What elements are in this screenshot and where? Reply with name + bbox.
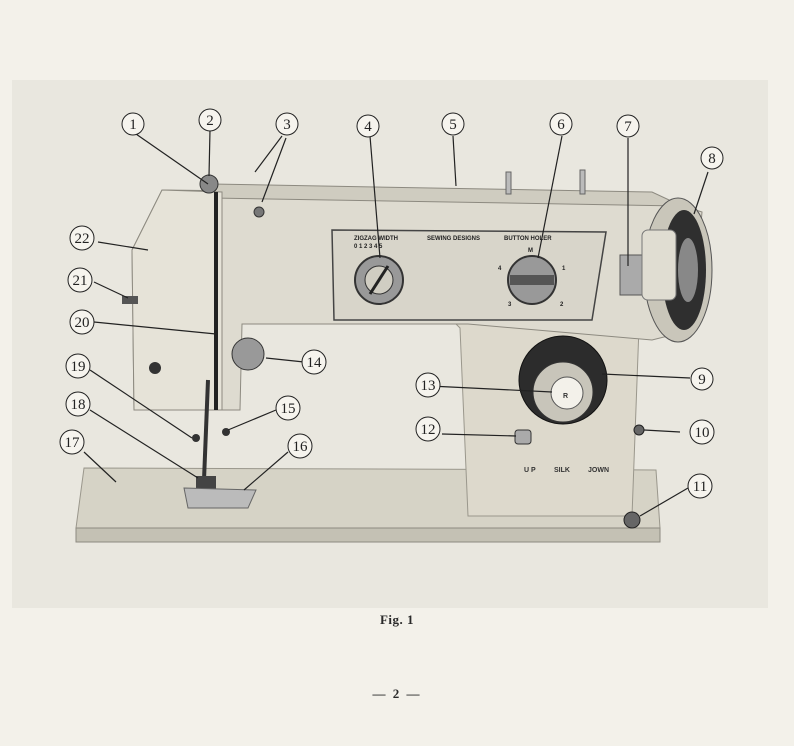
sewing-machine-illustration: ZIGZAG WIDTH 0 1 2 3 4 5 SEWING DESIGNS … [59,108,724,543]
svg-text:13: 13 [421,378,436,394]
svg-text:1: 1 [129,117,137,133]
callout-1: 1 [121,112,145,136]
callout-6: 6 [549,112,573,136]
presser-foot-assembly [183,379,257,509]
button-holer-label: BUTTON HOLER [504,236,552,242]
zigzag-scale: 0 1 2 3 4 5 [354,244,383,250]
svg-text:6: 6 [557,117,565,133]
zigzag-width-label: ZIGZAG WIDTH [354,236,398,242]
svg-text:21: 21 [73,273,88,289]
callout-15: 15 [275,395,301,421]
callout-9: 9 [690,367,714,391]
callout-4: 4 [356,114,380,138]
svg-text:9: 9 [698,372,706,388]
lever-label-silk: SILK [554,467,570,474]
callout-8: 8 [700,146,724,170]
svg-text:8: 8 [708,151,716,167]
svg-text:4: 4 [364,119,372,135]
figure-caption: Fig. 1 [379,612,415,627]
svg-text:2: 2 [206,113,214,129]
dial-mark-3: 3 [508,302,512,308]
stitch-dial: R [518,335,608,425]
dial-mark-1: 1 [562,266,566,272]
sewing-machine-figure: ZIGZAG WIDTH 0 1 2 3 4 5 SEWING DESIGNS … [12,80,768,608]
svg-text:20: 20 [75,315,90,331]
callout-13: 13 [415,372,441,398]
drop-feed-lever: U P SILK JOWN [514,429,609,474]
page-number: — 2 — [372,686,422,701]
callout-17: 17 [59,429,85,455]
dial-mark-4: 4 [498,266,502,272]
sewing-designs-label: SEWING DESIGNS [427,236,480,242]
callout-2: 2 [198,108,222,132]
hand-wheel [619,197,713,343]
svg-text:15: 15 [281,401,296,417]
callout-5: 5 [441,112,465,136]
svg-text:16: 16 [293,439,309,455]
dial-mark-m: M [528,248,533,254]
callout-19: 19 [65,353,91,379]
leader-lines [83,129,709,517]
callout-10: 10 [689,419,715,445]
callout-16: 16 [287,433,313,459]
svg-text:3: 3 [283,117,291,133]
svg-text:12: 12 [421,422,436,438]
callout-21: 21 [67,267,93,293]
callout-3: 3 [275,112,299,136]
callout-18: 18 [65,391,91,417]
svg-text:18: 18 [71,397,86,413]
thread-tension-dial [231,337,265,371]
spool-pins [199,169,586,218]
svg-text:14: 14 [307,355,323,371]
callout-12: 12 [415,416,441,442]
lever-label-up: U P [524,467,536,474]
motor-plug [623,511,641,529]
callout-7: 7 [616,114,640,138]
callout-22: 22 [69,225,95,251]
svg-text:17: 17 [65,435,81,451]
light-switch [122,296,138,304]
svg-text:19: 19 [71,359,86,375]
dial-mark-2: 2 [560,302,564,308]
svg-text:10: 10 [695,425,710,441]
callout-markers: 1 2 3 4 5 6 7 8 9 10 11 12 13 14 15 16 1… [59,108,724,499]
svg-text:7: 7 [624,119,632,135]
callout-11: 11 [687,473,713,499]
svg-text:5: 5 [449,117,457,133]
svg-text:11: 11 [693,479,707,495]
lever-label-down: JOWN [588,467,609,474]
side-screw [633,424,645,436]
svg-text:22: 22 [75,231,90,247]
control-panel: ZIGZAG WIDTH 0 1 2 3 4 5 SEWING DESIGNS … [331,229,607,321]
callout-14: 14 [301,349,327,375]
reverse-knob-label: R [563,393,568,400]
callout-20: 20 [69,309,95,335]
